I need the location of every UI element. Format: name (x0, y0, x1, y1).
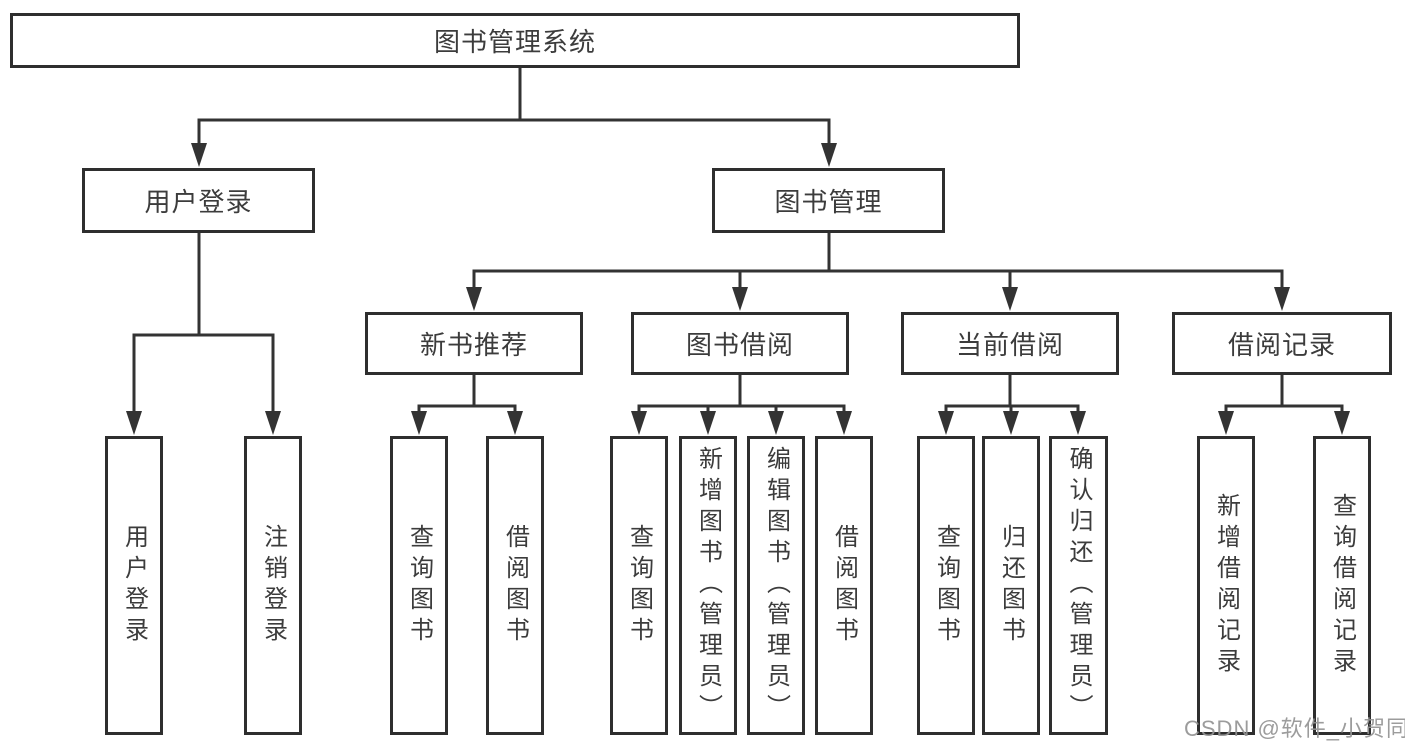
arrowhead (631, 411, 647, 435)
node-label: 注销登录 (259, 523, 287, 648)
arrowhead (700, 411, 716, 435)
node-label: 归还图书 (997, 523, 1025, 648)
node-label: 查询借阅记录 (1328, 492, 1356, 679)
node-label: 图书管理系统 (433, 27, 596, 57)
leaf-query-borrow-record: 查询借阅记录 (1313, 436, 1371, 735)
arrowhead (1218, 411, 1234, 435)
connector-book-management-to-level3 (466, 231, 1290, 311)
connector-line (637, 373, 846, 422)
node-label: 查询图书 (932, 523, 960, 648)
connector-borrow-records-to-leaves (1218, 373, 1350, 435)
node-label: 借阅图书 (830, 523, 858, 648)
node-label: 新书推荐 (419, 330, 528, 360)
leaf-confirm-return-admin: 确认归还（管理员） (1049, 436, 1108, 735)
connector-current-borrow-to-leaves (938, 373, 1086, 435)
arrowhead (938, 411, 954, 435)
leaf-user-login: 用户登录 (105, 436, 163, 735)
arrowhead (1334, 411, 1350, 435)
node-label: 查询图书 (405, 523, 433, 648)
connector-user-login-to-leaves (126, 231, 281, 435)
leaf-query-books-recommend: 查询图书 (390, 436, 448, 735)
arrowhead (1003, 411, 1019, 435)
connector-line (417, 373, 517, 422)
node-root-library-management-system: 图书管理系统 (10, 13, 1020, 68)
arrowhead (411, 411, 427, 435)
connector-line (197, 66, 831, 152)
node-book-management: 图书管理 (712, 168, 945, 233)
node-label: 确认归还（管理员） (1065, 446, 1092, 725)
node-label: 用户登录 (120, 523, 148, 648)
leaf-logout: 注销登录 (244, 436, 302, 735)
leaf-edit-book-admin: 编辑图书（管理员） (747, 436, 805, 735)
connector-book-borrow-to-leaves (631, 373, 852, 435)
node-borrow-records: 借阅记录 (1172, 312, 1392, 375)
connector-new-book-recommend-to-leaves (411, 373, 523, 435)
node-book-borrow: 图书借阅 (631, 312, 849, 375)
node-current-borrow: 当前借阅 (901, 312, 1119, 375)
leaf-add-borrow-record: 新增借阅记录 (1197, 436, 1255, 735)
watermark: CSDN @软件_小贺同学 (1184, 716, 1405, 741)
arrowhead (265, 411, 281, 435)
node-label: 查询图书 (625, 523, 653, 648)
arrowhead (507, 411, 523, 435)
node-label: 编辑图书（管理员） (762, 446, 790, 725)
connector-root-to-level2 (191, 66, 837, 167)
node-label: 新增图书（管理员） (694, 446, 722, 725)
node-label: 借阅图书 (501, 523, 529, 648)
arrowhead (126, 411, 142, 435)
arrowhead (191, 143, 207, 167)
node-label: 图书借阅 (685, 330, 794, 360)
leaf-borrow-books: 借阅图书 (815, 436, 873, 735)
connector-line (472, 231, 1284, 294)
arrowhead (836, 411, 852, 435)
connector-line (132, 231, 275, 422)
node-user-login: 用户登录 (82, 168, 315, 233)
leaf-borrow-books-recommend: 借阅图书 (486, 436, 544, 735)
leaf-query-books-borrow: 查询图书 (610, 436, 668, 735)
node-label: 新增借阅记录 (1212, 492, 1240, 679)
node-new-book-recommend: 新书推荐 (365, 312, 583, 375)
arrowhead (768, 411, 784, 435)
leaf-query-books-current: 查询图书 (917, 436, 975, 735)
arrowhead (732, 287, 748, 311)
node-label: 当前借阅 (955, 330, 1064, 360)
arrowhead (1070, 411, 1086, 435)
arrowhead (1002, 287, 1018, 311)
connector-line (1224, 373, 1344, 422)
arrowhead (1274, 287, 1290, 311)
leaf-add-book-admin: 新增图书（管理员） (679, 436, 737, 735)
node-label: 用户登录 (144, 187, 253, 217)
arrowhead (821, 143, 837, 167)
node-label: 借阅记录 (1227, 330, 1336, 360)
arrowhead (466, 287, 482, 311)
node-label: 图书管理 (774, 187, 883, 217)
leaf-return-books: 归还图书 (982, 436, 1040, 735)
